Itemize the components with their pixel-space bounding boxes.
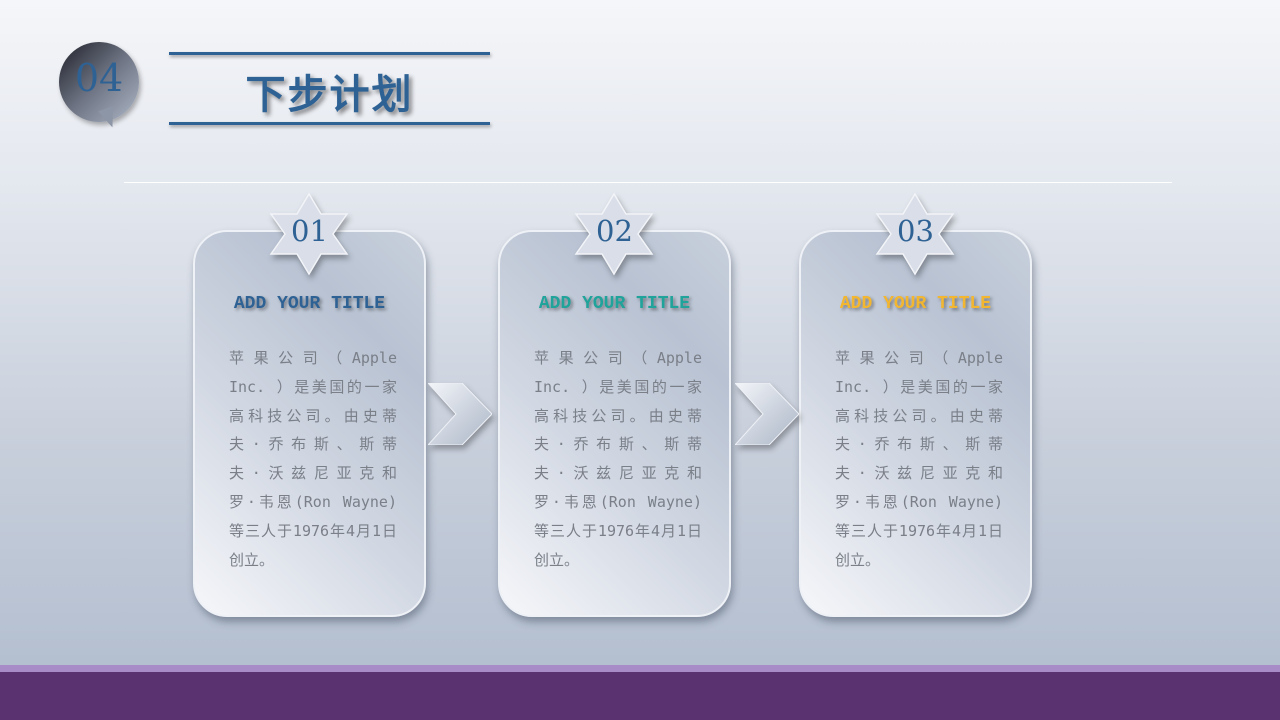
chevron-right-icon (428, 383, 492, 445)
step-number: 03 (897, 214, 934, 248)
card-body-line: 夫·沃兹尼亚克和 (229, 464, 397, 483)
star-icon (574, 192, 654, 276)
card-title: ADD YOUR TITLE (839, 294, 992, 314)
star-icon (875, 192, 955, 276)
card-body-line: 罗·韦恩(Ron Wayne) (534, 492, 702, 511)
title-bottom-rule (169, 122, 490, 125)
card-title: ADD YOUR TITLE (233, 294, 386, 314)
card-body-line: 创立。 (835, 550, 881, 569)
footer-band-accent (0, 665, 1280, 672)
page-title: 下步计划 (245, 71, 414, 118)
card-body-line: 等三人于1976年4月1日 (534, 521, 702, 540)
star-icon (269, 192, 349, 276)
card-body-line: 高科技公司。由史蒂 (229, 406, 397, 425)
card-body-line: 夫·沃兹尼亚克和 (835, 464, 1003, 483)
title-top-rule (169, 52, 490, 55)
card-body-line: 等三人于1976年4月1日 (229, 521, 397, 540)
card-body-line: 苹果公司（Apple (534, 349, 702, 367)
step-number: 02 (596, 214, 633, 248)
section-number: 04 (74, 56, 124, 100)
card-body-line: Inc. ）是美国的一家 (835, 377, 1003, 396)
card-body-line: 等三人于1976年4月1日 (835, 521, 1003, 540)
card-body-line: 苹果公司（Apple (835, 349, 1003, 367)
chevron-right-icon (735, 383, 799, 445)
card-body-line: 高科技公司。由史蒂 (835, 406, 1003, 425)
card-body-line: 夫·乔布斯、斯蒂 (229, 435, 397, 454)
card-body-line: 创立。 (534, 550, 580, 569)
card-body-line: 夫·乔布斯、斯蒂 (534, 435, 702, 454)
card-body-line: 罗·韦恩(Ron Wayne) (835, 492, 1003, 511)
card-body-line: 罗·韦恩(Ron Wayne) (229, 492, 397, 511)
step-number: 01 (291, 214, 328, 248)
card-title: ADD YOUR TITLE (538, 294, 691, 314)
card-body-line: 夫·乔布斯、斯蒂 (835, 435, 1003, 454)
footer-band (0, 672, 1280, 720)
card-body-line: 夫·沃兹尼亚克和 (534, 464, 702, 483)
card-body-line: 创立。 (229, 550, 275, 569)
card-body-line: 高科技公司。由史蒂 (534, 406, 702, 425)
card-body-line: 苹果公司（Apple (229, 349, 397, 367)
card-body-line: Inc. ）是美国的一家 (229, 377, 397, 396)
card-body-line: Inc. ）是美国的一家 (534, 377, 702, 396)
divider (124, 182, 1172, 183)
section-number-badge: 04 (59, 42, 139, 122)
